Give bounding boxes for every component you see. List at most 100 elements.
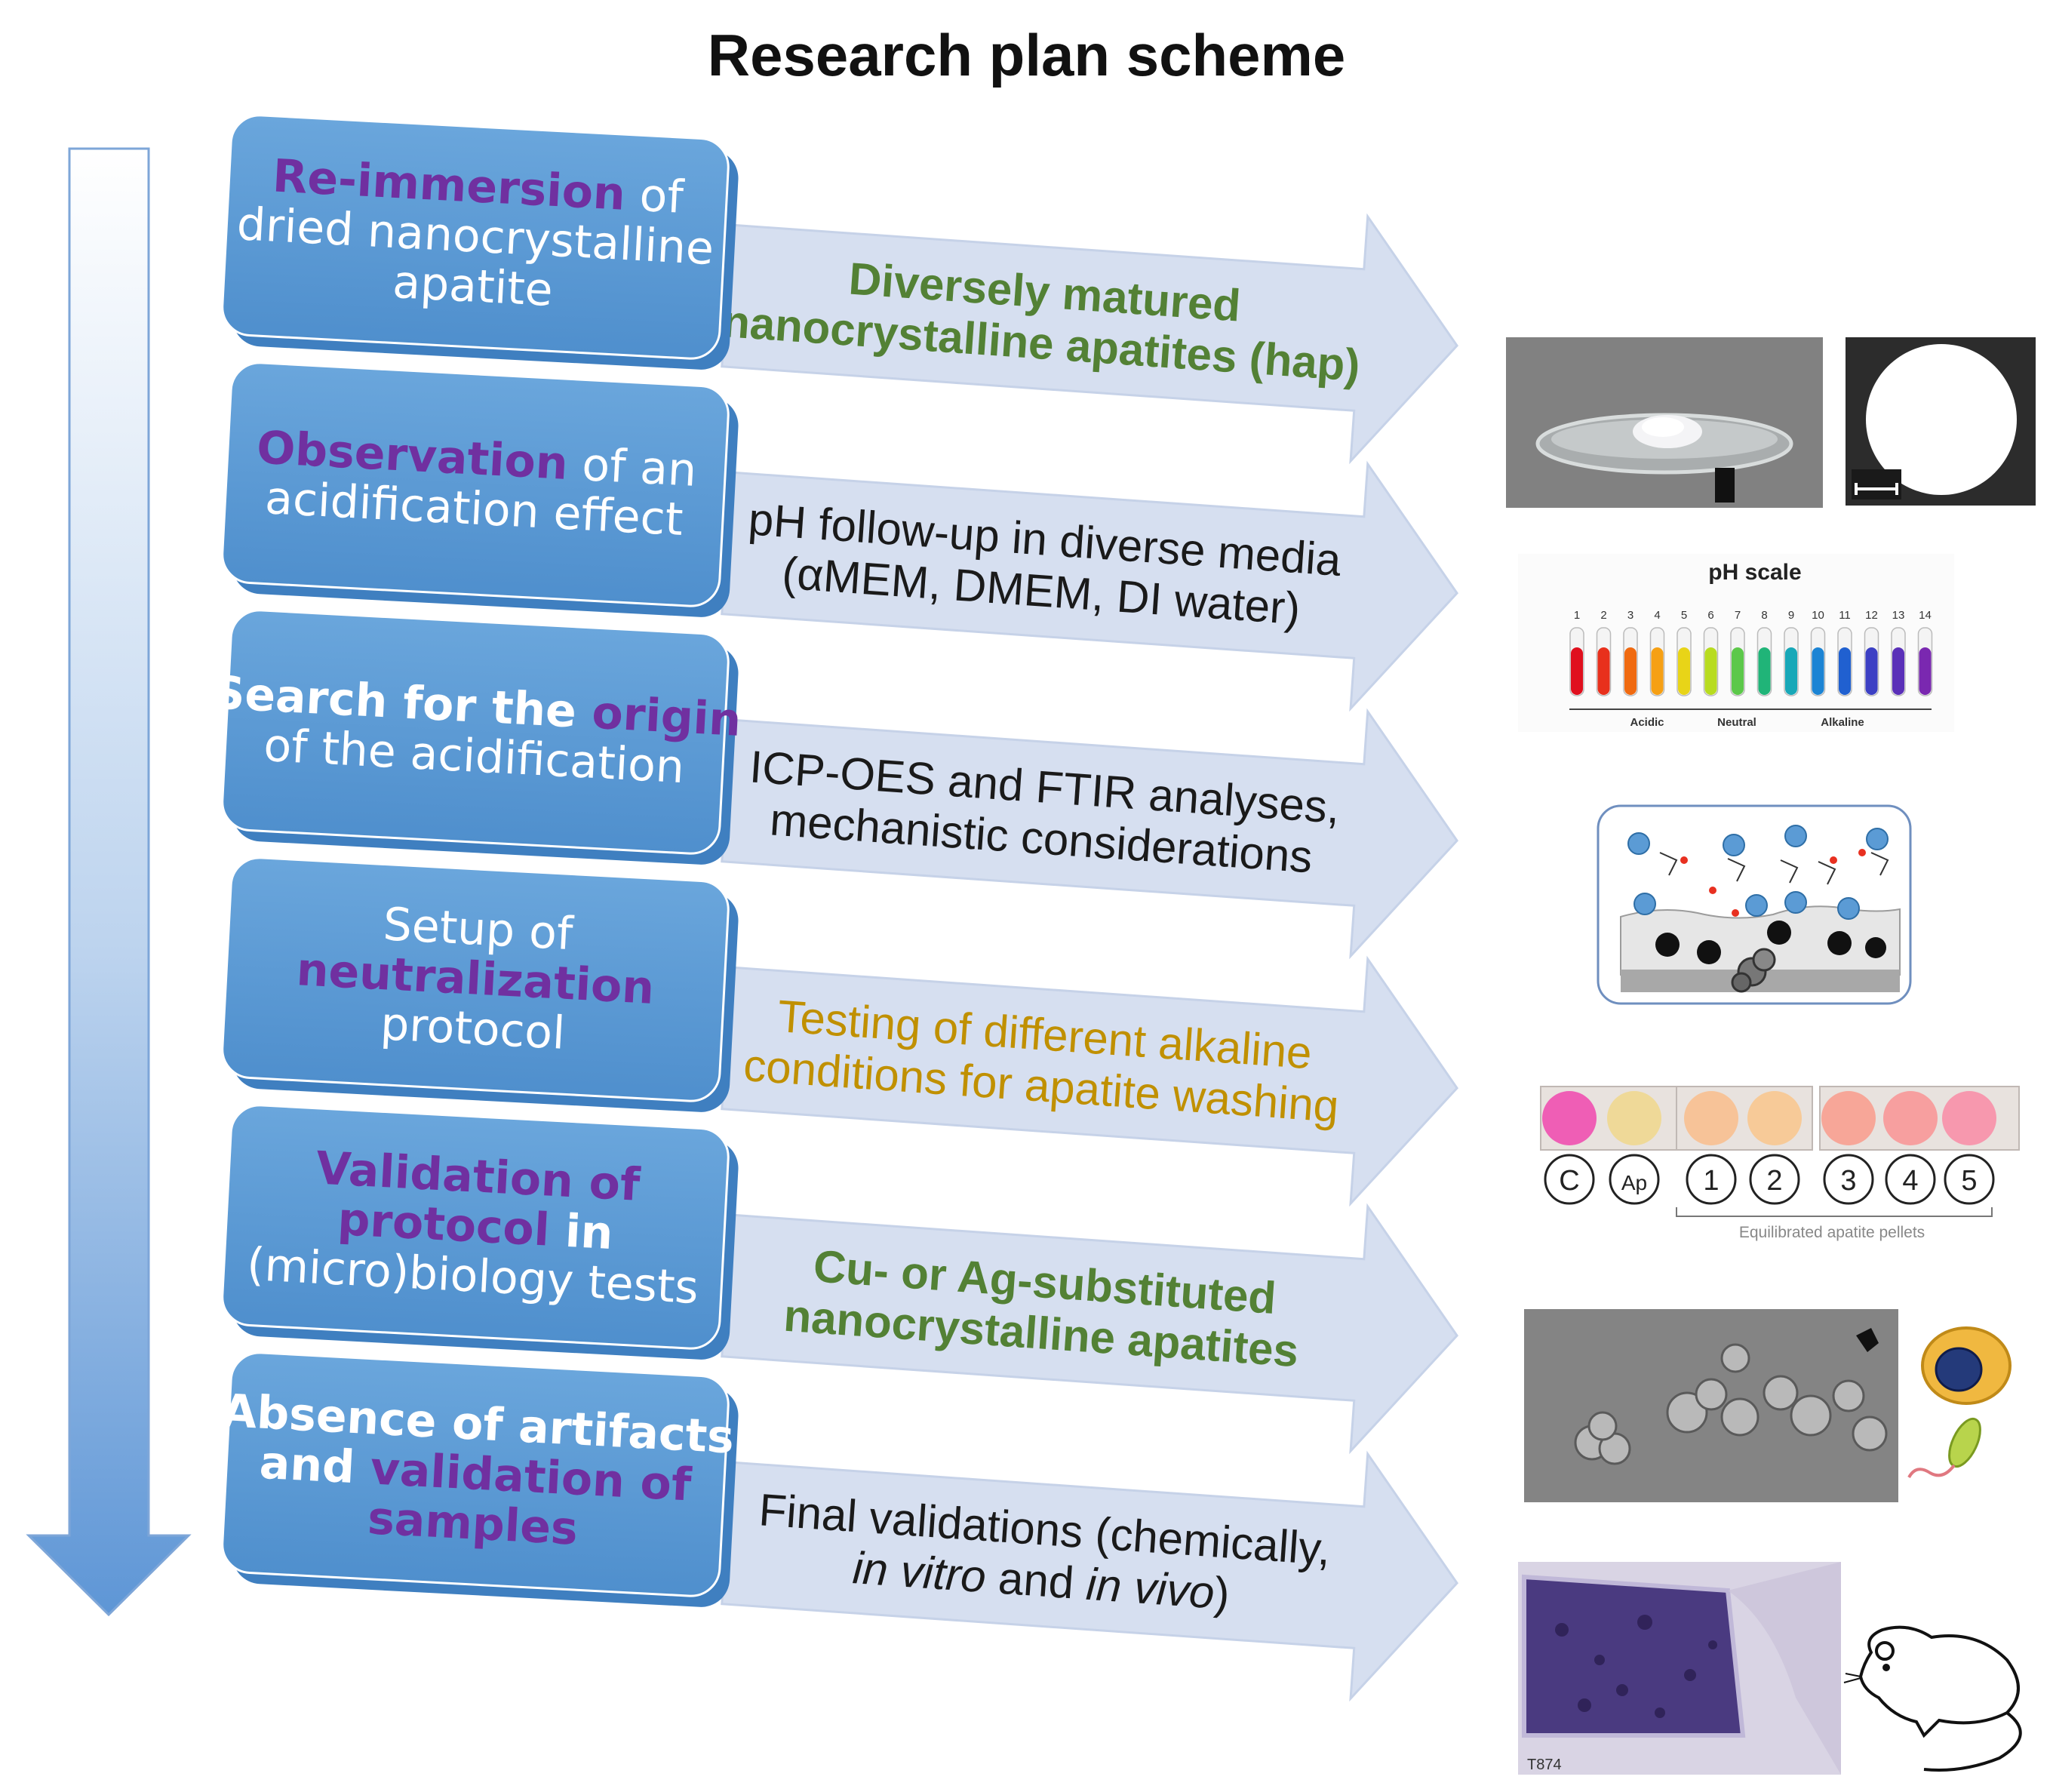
step-box-face	[221, 856, 730, 1102]
well	[1747, 1091, 1802, 1145]
ph-tube-liquid	[1839, 647, 1851, 695]
well-label-circle	[1823, 1154, 1874, 1205]
arrow-text: in vivo	[1085, 1559, 1216, 1618]
step-text: of an	[567, 438, 698, 497]
arrow-shape	[721, 1203, 1458, 1455]
petri-dish-photo	[1506, 337, 1823, 508]
ph-tube-liquid	[1732, 647, 1744, 695]
arrow-2: pH follow-up in diverse media(αMEM, DMEM…	[721, 460, 1458, 712]
step-line: protocol	[380, 997, 567, 1060]
ph-number: 11	[1839, 609, 1851, 622]
step-text: protocol	[380, 997, 567, 1060]
well-label: 5	[1961, 1165, 1977, 1197]
arrow-text: )	[1212, 1568, 1231, 1619]
timeline-arrow	[26, 147, 192, 1617]
ph-tube-liquid	[1919, 647, 1932, 695]
well	[1821, 1091, 1876, 1145]
histology-image: T874	[1518, 1562, 1841, 1775]
well-label-circle	[1686, 1154, 1737, 1205]
arrow-shape	[721, 1450, 1458, 1702]
step-text: in	[548, 1204, 614, 1260]
step-text: of	[624, 168, 686, 224]
rat-drawing	[1843, 1625, 2022, 1772]
step-line: apatite	[392, 256, 555, 317]
well-label: C	[1559, 1165, 1579, 1197]
step-text: and	[258, 1437, 372, 1495]
well-photos	[1540, 1086, 2020, 1151]
step-box-face	[221, 114, 730, 360]
ph-neutral-label: Neutral	[1717, 716, 1756, 729]
diagram-title: Research plan scheme	[707, 22, 1346, 88]
ph-tube-liquid	[1758, 647, 1771, 695]
ph-number: 9	[1788, 609, 1794, 622]
ph-scale-title: pH scale	[1708, 560, 1801, 585]
ph-number: 8	[1761, 609, 1767, 622]
ph-number: 6	[1707, 609, 1713, 622]
ph-tube-liquid	[1892, 647, 1904, 695]
mechanism-schematic	[1597, 804, 1912, 1005]
well	[1883, 1091, 1938, 1145]
well-label-circle	[1944, 1154, 1995, 1205]
ph-number: 1	[1574, 609, 1580, 622]
well	[1942, 1091, 1996, 1145]
step-box-face	[221, 609, 730, 855]
arrow-shape	[721, 955, 1458, 1207]
ph-tube-liquid	[1597, 647, 1610, 695]
step-box-face	[221, 361, 730, 607]
well-label-circle	[1609, 1154, 1660, 1205]
arrow-line: in vitro and in vivo)	[851, 1542, 1231, 1619]
well	[1607, 1091, 1661, 1145]
arrow-6: Final validations (chemically,in vitro a…	[721, 1450, 1458, 1702]
arrow-shape	[721, 460, 1458, 712]
sem-micrograph	[1524, 1309, 1898, 1502]
pellet-photo	[1846, 337, 2036, 506]
ph-number: 2	[1600, 609, 1606, 622]
ph-tube-liquid	[1651, 647, 1664, 695]
arrow-shape	[721, 213, 1458, 465]
ph-number: 7	[1735, 609, 1741, 622]
ph-number: 10	[1812, 609, 1824, 622]
ph-tube-liquid	[1678, 647, 1690, 695]
ph-tube-liquid	[1785, 647, 1797, 695]
step-text: samples	[367, 1492, 579, 1555]
well-label: 3	[1840, 1165, 1856, 1197]
step-line: protocol in	[337, 1193, 614, 1260]
step-text: apatite	[392, 256, 555, 317]
ph-tube-liquid	[1571, 647, 1583, 695]
well	[1542, 1091, 1597, 1145]
ph-number: 13	[1892, 609, 1905, 622]
well-label: 4	[1902, 1165, 1918, 1197]
well-label: 2	[1766, 1165, 1782, 1197]
ph-acidic-label: Acidic	[1630, 716, 1664, 729]
ph-number: 12	[1865, 609, 1878, 622]
ph-alkaline-label: Alkaline	[1821, 716, 1864, 729]
ph-number: 5	[1681, 609, 1687, 622]
cell-illustration	[1907, 1326, 2012, 1479]
well-label-circle	[1544, 1154, 1595, 1205]
well-label: Ap	[1621, 1171, 1647, 1194]
ph-tube-liquid	[1624, 647, 1637, 695]
arrow-shape	[721, 708, 1458, 960]
ph-tube-liquid	[1865, 647, 1878, 695]
step-box-face	[221, 1104, 730, 1350]
arrow-3: ICP-OES and FTIR analyses,mechanistic co…	[721, 708, 1458, 960]
arrow-4: Testing of different alkalineconditions …	[721, 955, 1458, 1207]
step-box-face	[221, 1351, 730, 1597]
arrow-text: in vitro	[851, 1542, 988, 1602]
arrow-text: and	[984, 1551, 1088, 1609]
ph-number: 14	[1919, 609, 1932, 622]
